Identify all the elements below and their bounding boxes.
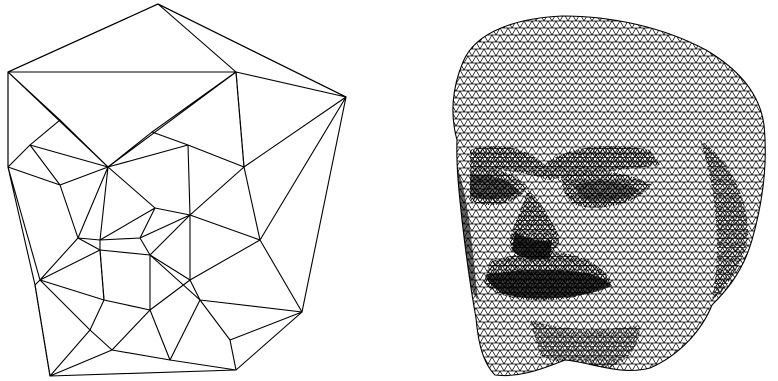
mesh-edge	[108, 167, 155, 208]
mesh-edge	[150, 310, 170, 360]
mesh-edge	[100, 167, 108, 240]
mesh-edge	[244, 97, 346, 167]
mesh-edge	[30, 145, 60, 185]
mesh-edge	[200, 300, 230, 340]
coarse-face-mesh	[8, 4, 346, 376]
mesh-edge	[60, 167, 108, 185]
mesh-edge	[60, 185, 78, 238]
mesh-edge	[188, 145, 244, 167]
mesh-edge	[108, 145, 188, 167]
mesh-edge	[155, 208, 190, 215]
mesh-edge	[90, 300, 104, 330]
mesh-edge	[100, 250, 150, 255]
mesh-edge	[260, 97, 346, 240]
mesh-edge	[200, 300, 302, 312]
mesh-edge	[190, 215, 260, 240]
mesh-edge	[230, 312, 302, 340]
dense-head-mesh	[440, 0, 778, 381]
mesh-edge	[190, 167, 244, 215]
mesh-edge	[35, 280, 40, 285]
mesh-edge	[50, 350, 112, 376]
mesh-edge	[244, 167, 260, 240]
mesh-edge	[152, 72, 236, 132]
mesh-edge	[40, 238, 78, 280]
mesh-edge	[158, 4, 236, 72]
mesh-edge	[90, 330, 112, 350]
mesh-edge	[188, 145, 190, 215]
mesh-edge	[78, 167, 108, 238]
mesh-edge	[236, 72, 244, 167]
mesh-edge	[150, 215, 190, 255]
mesh-edge	[100, 238, 140, 240]
mesh-edge	[150, 255, 200, 300]
mesh-edge	[100, 250, 104, 300]
mesh-edge	[152, 132, 188, 145]
mesh-edge	[30, 120, 60, 145]
mesh-edge	[40, 250, 100, 280]
mesh-outline	[8, 4, 346, 376]
mesh-edge	[190, 240, 260, 280]
mesh-edge	[190, 280, 200, 300]
mesh-edge	[158, 4, 346, 97]
mesh-edge	[112, 350, 170, 360]
mesh-edge	[8, 145, 30, 167]
mesh-edge	[260, 240, 302, 312]
mesh-edge	[170, 300, 200, 360]
mesh-edge	[230, 340, 236, 370]
mesh-edge	[150, 255, 190, 280]
mesh-edge	[170, 360, 236, 370]
mesh-edge	[50, 330, 90, 376]
mesh-edge	[8, 167, 40, 280]
mesh-edge	[108, 132, 152, 167]
mesh-edge	[104, 300, 150, 310]
mesh-edge	[150, 280, 190, 310]
mesh-edge	[8, 4, 158, 72]
mesh-edge	[8, 167, 60, 185]
mesh-edge	[140, 238, 150, 255]
mesh-edge	[236, 72, 346, 97]
mesh-edge	[35, 285, 50, 376]
mesh-edge	[140, 215, 190, 238]
mesh-edge	[112, 310, 150, 350]
